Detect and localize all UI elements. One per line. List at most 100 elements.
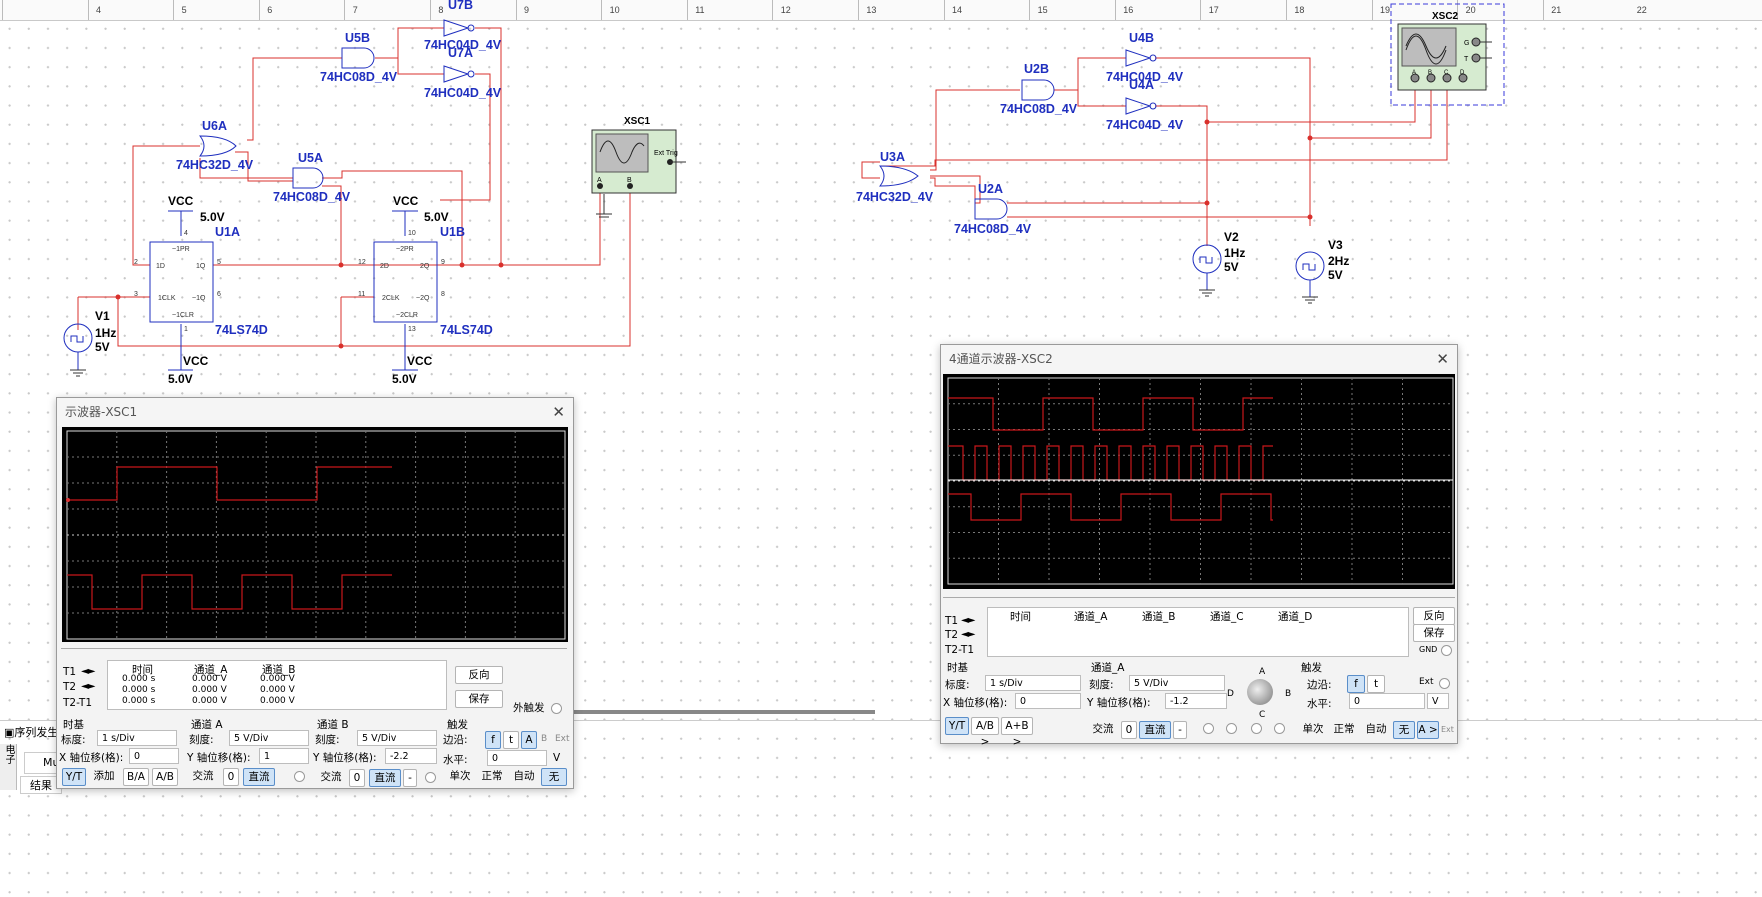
osc1-normal-button[interactable]: 正常 xyxy=(481,770,503,782)
svg-text:8: 8 xyxy=(441,291,445,298)
sequence-tab-icon: ▣ xyxy=(4,726,15,739)
t2-arrows-icon[interactable]: ◄► xyxy=(81,681,95,692)
osc1-trigger-level[interactable]: 0 xyxy=(487,750,547,766)
osc1-chb-ypos[interactable]: -2.2 xyxy=(385,748,437,764)
u5b-ref: U5B xyxy=(345,31,370,45)
u2b-ref: U2B xyxy=(1024,62,1049,76)
osc1-cha-ypos[interactable]: 1 xyxy=(259,748,309,764)
osc2-cha-minus[interactable]: - xyxy=(1173,721,1187,739)
sequence-tab[interactable]: ▣序列发生 xyxy=(4,726,59,739)
osc1-chb-minus[interactable]: - xyxy=(403,769,417,787)
osc2-normal-button[interactable]: 正常 xyxy=(1333,723,1355,735)
osc2-single-button[interactable]: 单次 xyxy=(1302,723,1324,735)
osc2-cha-dc[interactable]: 直流 xyxy=(1139,721,1171,739)
osc1-cha-radio[interactable] xyxy=(294,771,305,782)
t1-arrows-icon[interactable]: ◄► xyxy=(81,666,95,677)
osc1-screen[interactable] xyxy=(62,427,568,642)
svg-text:1CLK: 1CLK xyxy=(158,295,176,302)
ruler-tick: 14 xyxy=(952,5,963,15)
osc1-cha-scale[interactable]: 5 V/Div xyxy=(229,730,309,746)
rising-edge-icon[interactable]: t xyxy=(503,731,519,749)
osc2-ext-radio[interactable] xyxy=(1439,678,1450,689)
osc2-t1-arrows-icon[interactable]: ◄► xyxy=(961,615,975,626)
osc2-falling-edge-icon[interactable]: f xyxy=(1347,675,1365,693)
trace xyxy=(948,445,1273,481)
osc1-single-button[interactable]: 单次 xyxy=(449,770,471,782)
side-tab[interactable]: 电子 xyxy=(0,744,17,790)
osc2-radio-2[interactable] xyxy=(1226,723,1237,734)
osc2-cha-ac[interactable]: 交流 xyxy=(1092,723,1114,735)
osc1-mode-ab[interactable]: A/B xyxy=(152,768,178,786)
vcc-value-2: 5.0V xyxy=(424,210,449,224)
osc1-cha-dc[interactable]: 直流 xyxy=(243,768,275,786)
osc2-mode-aplusb[interactable]: A+B > xyxy=(1001,717,1033,748)
osc1-save-button[interactable]: 保存 xyxy=(455,690,503,708)
svg-text:~2Q: ~2Q xyxy=(416,295,430,302)
osc1-mode-ba[interactable]: B/A xyxy=(123,768,149,786)
osc1-xpos-input[interactable]: 0 xyxy=(129,748,179,764)
osc2-cha-ypos[interactable]: -1.2 xyxy=(1165,693,1227,709)
osc1-cha-zero[interactable]: 0 xyxy=(223,768,239,786)
osc1-trigger-source-a[interactable]: A xyxy=(521,731,537,749)
svg-text:4: 4 xyxy=(184,230,188,237)
osc1-chb-zero[interactable]: 0 xyxy=(349,769,365,787)
osc1-timebase-scale[interactable]: 1 s/Div xyxy=(97,730,177,746)
osc1-reverse-button[interactable]: 反向 xyxy=(455,666,503,684)
osc2-gnd-radio[interactable] xyxy=(1441,645,1452,656)
osc1-mode-yt[interactable]: Y/T xyxy=(62,768,86,786)
osc2-save-button[interactable]: 保存 xyxy=(1413,624,1455,642)
osc1-chb-scale[interactable]: 5 V/Div xyxy=(357,730,437,746)
osc2-t2-arrows-icon[interactable]: ◄► xyxy=(961,629,975,640)
u4b-part: 74HC04D_4V xyxy=(1106,70,1184,84)
osc2-none-button[interactable]: 无 xyxy=(1393,721,1415,739)
osc1-mode-add[interactable]: 添加 xyxy=(93,770,115,782)
osc2-reverse-button[interactable]: 反向 xyxy=(1413,607,1455,625)
osc1-trigger-source-ext[interactable]: Ext xyxy=(555,734,570,744)
osc2-trigger-level[interactable]: 0 xyxy=(1349,693,1425,709)
u3a-ref: U3A xyxy=(880,150,905,164)
osc2-radio-4[interactable] xyxy=(1274,723,1285,734)
close-icon[interactable]: ✕ xyxy=(1436,350,1449,368)
u6a-part: 74HC32D_4V xyxy=(176,158,254,172)
osc1-t1-label: T1 xyxy=(63,666,77,678)
u1b-ref: U1B xyxy=(440,225,465,239)
osc2-cha-zero[interactable]: 0 xyxy=(1121,721,1137,739)
osc2-cha-scale[interactable]: 5 V/Div xyxy=(1129,675,1225,691)
u2a-ref: U2A xyxy=(978,182,1003,196)
osc2-radio-1[interactable] xyxy=(1203,723,1214,734)
osc1-chb-radio[interactable] xyxy=(425,772,436,783)
osc2-timebase-scale[interactable]: 1 s/Div xyxy=(985,675,1081,691)
osc2-auto-button[interactable]: 自动 xyxy=(1365,723,1387,735)
svg-text:2D: 2D xyxy=(380,263,389,270)
scrollbar[interactable] xyxy=(520,710,875,714)
osc2-rising-edge-icon[interactable]: t xyxy=(1367,675,1385,693)
svg-text:~1PR: ~1PR xyxy=(172,246,190,253)
osc1-cha-ac[interactable]: 交流 xyxy=(192,770,214,782)
osc1-chb-dc[interactable]: 直流 xyxy=(369,769,401,787)
ext-trigger-radio[interactable] xyxy=(551,703,562,714)
schematic-drawing: U7B 74HC04D_4V U7A 74HC04D_4V U5B 74HC08… xyxy=(63,0,1505,386)
osc2-screen[interactable] xyxy=(943,374,1455,589)
osc2-titlebar[interactable]: 4通道示波器-XSC2✕ xyxy=(941,345,1457,373)
u2a-part: 74HC08D_4V xyxy=(954,222,1032,236)
v2-freq: 1Hz xyxy=(1224,246,1245,260)
osc1-titlebar[interactable]: 示波器-XSC1✕ xyxy=(57,398,573,426)
osc2-a-trigger-button[interactable]: A > xyxy=(1417,721,1439,739)
falling-edge-icon[interactable]: f xyxy=(485,731,501,749)
osc2-mode-yt[interactable]: Y/T xyxy=(945,717,969,735)
osc2-radio-3[interactable] xyxy=(1251,723,1262,734)
svg-text:9: 9 xyxy=(441,259,445,266)
osc1-chb-ac[interactable]: 交流 xyxy=(320,771,342,783)
ruler-tick: 19 xyxy=(1380,5,1391,15)
osc1-none-button[interactable]: 无 xyxy=(541,768,567,786)
osc2-mode-ab[interactable]: A/B > xyxy=(971,717,999,748)
close-icon[interactable]: ✕ xyxy=(552,403,565,421)
osc1-auto-button[interactable]: 自动 xyxy=(513,770,535,782)
v3-freq: 2Hz xyxy=(1328,254,1349,268)
channel-selector-knob[interactable] xyxy=(1247,679,1273,705)
osc2-xpos-input[interactable]: 0 xyxy=(1015,693,1081,709)
u7a-ref: U7A xyxy=(448,46,473,60)
v1-ref: V1 xyxy=(95,309,110,323)
ext-trigger-label: 外触发 xyxy=(513,702,545,714)
osc1-trigger-source-b[interactable]: B xyxy=(541,734,548,744)
